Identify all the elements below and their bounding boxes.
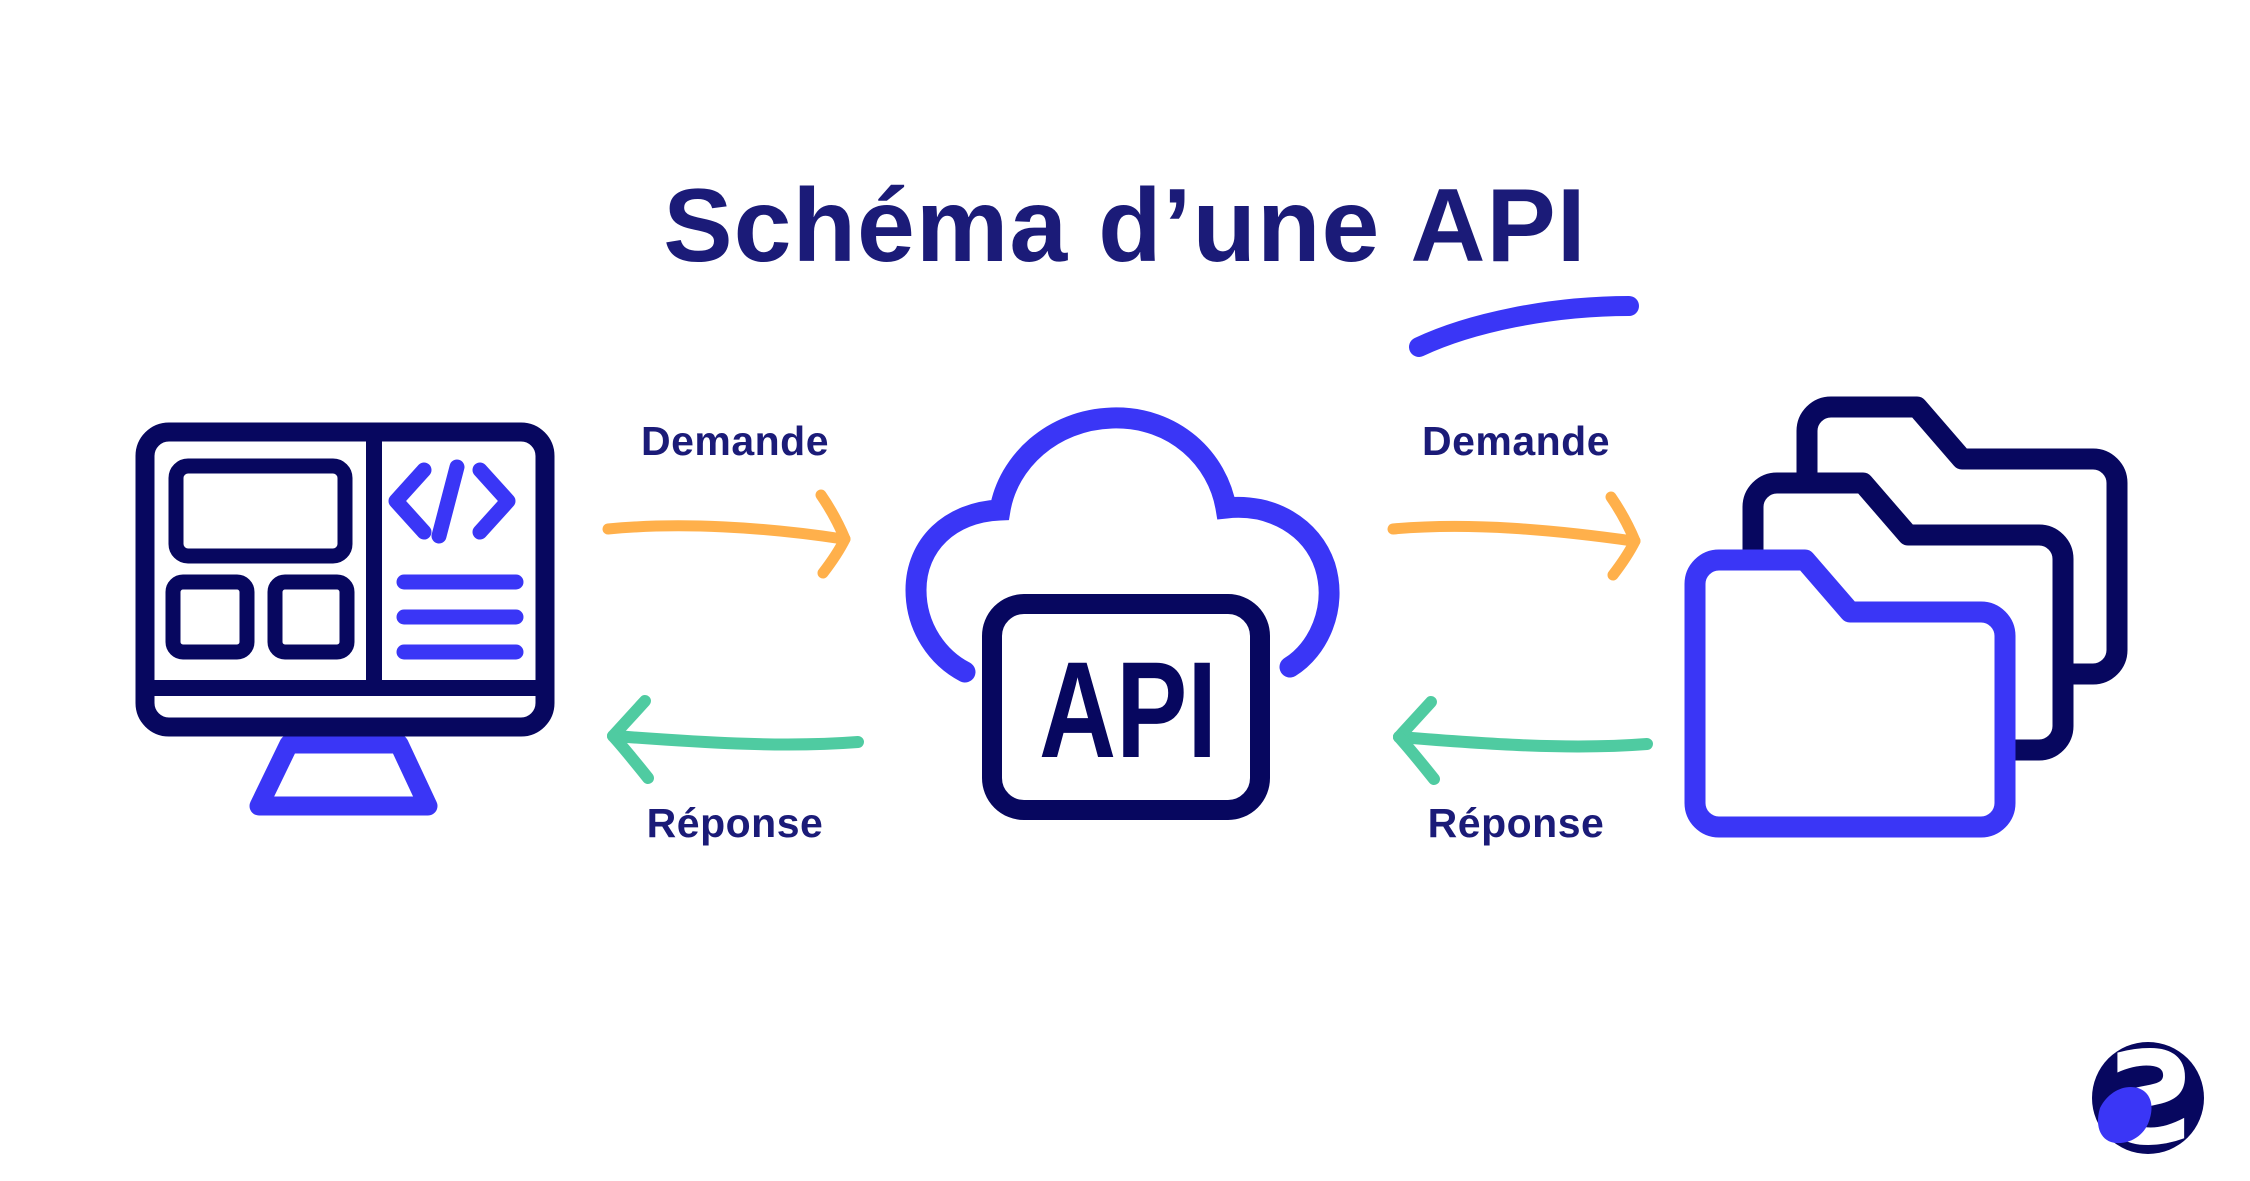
- code-lines-icon: [396, 574, 524, 660]
- folders-icon: [1684, 396, 2128, 838]
- api-badge: [982, 594, 1270, 820]
- response-label-left: Réponse: [646, 800, 824, 846]
- monitor-stand: [249, 734, 438, 816]
- response-label-right: Réponse: [1427, 800, 1605, 846]
- s-sphere-logo: S: [2092, 1025, 2204, 1174]
- page-title: Schéma d’une API: [0, 174, 2250, 357]
- wireframe-box-1: [165, 574, 255, 660]
- request-arrow-right-icon: [1387, 491, 1641, 581]
- monitor-frame: [135, 422, 555, 737]
- wireframe-hero-box: [168, 458, 353, 564]
- folder-front: [1684, 549, 2016, 838]
- api-badge-label: API: [1039, 634, 1217, 787]
- title-highlight-wrap: API: [1409, 174, 1640, 357]
- computer-code-icon: [135, 422, 555, 816]
- response-arrow-right-icon: [1393, 696, 1653, 785]
- cloud-outline: [905, 407, 1340, 683]
- request-label-left: Demande: [640, 418, 830, 464]
- wireframe-box-2: [267, 574, 355, 660]
- request-label-right: Demande: [1421, 418, 1611, 464]
- title-prefix: Schéma d’une: [663, 167, 1381, 284]
- title-underline-swoosh-icon: [1409, 295, 1640, 357]
- code-brackets-icon: [388, 459, 516, 544]
- request-arrow-left-icon: [602, 489, 851, 579]
- cloud-api-icon: API: [905, 407, 1340, 820]
- title-highlight: API: [1410, 167, 1587, 284]
- response-arrow-left-icon: [607, 695, 864, 784]
- logo-drop: [2097, 1086, 2152, 1144]
